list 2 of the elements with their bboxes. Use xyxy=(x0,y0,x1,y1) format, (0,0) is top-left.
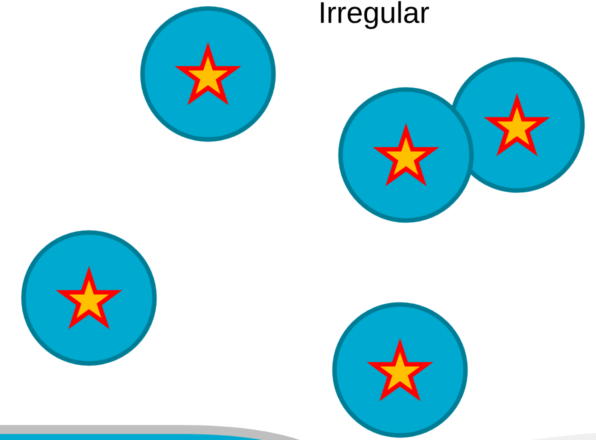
circle-with-star xyxy=(332,302,468,438)
title: Irregular xyxy=(320,1,429,30)
